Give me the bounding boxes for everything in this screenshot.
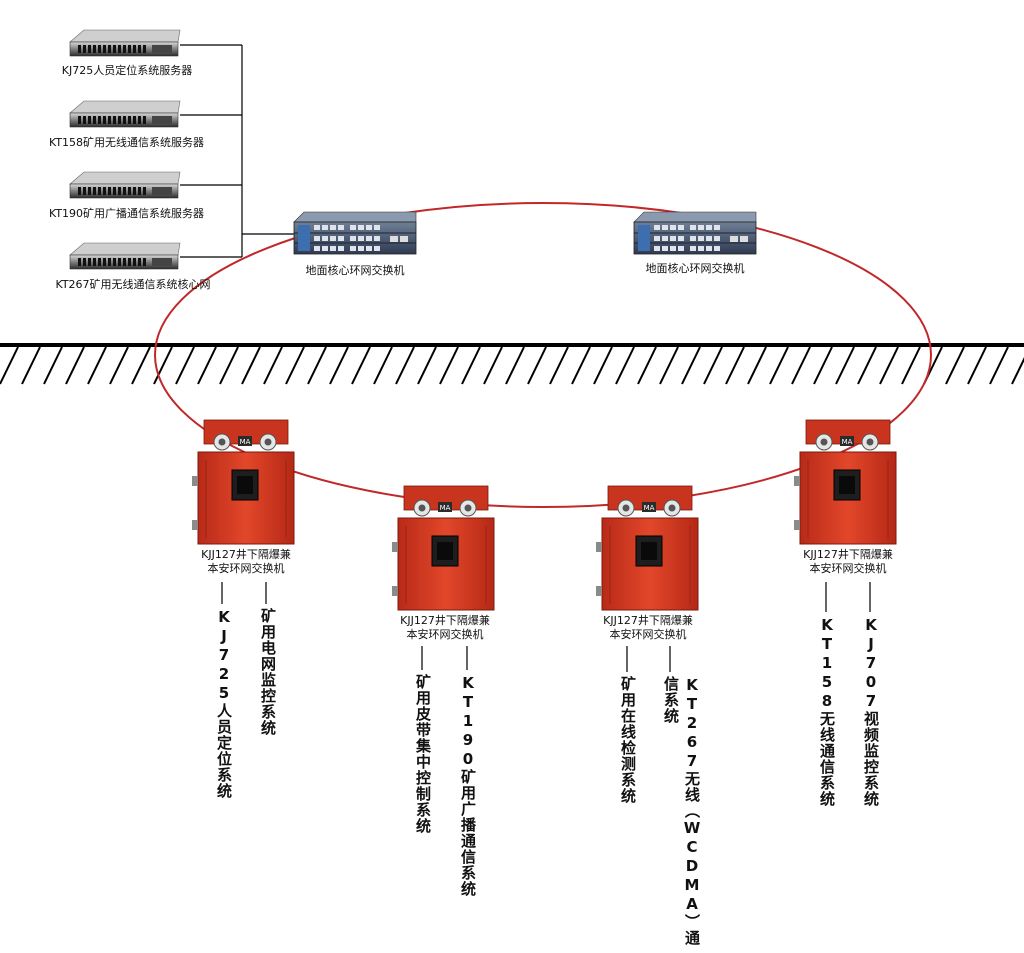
subsystem-online-detect: 矿用在线检测系统	[619, 676, 637, 804]
underground-switch-2	[391, 485, 495, 611]
underground-switch-label-4: KJJ127井下隔爆兼 本安环网交换机	[788, 548, 908, 576]
server-kt267	[69, 242, 181, 270]
underground-switch-label-1-line2: 本安环网交换机	[207, 562, 285, 575]
server-label-kj725: KJ725人员定位系统服务器	[61, 64, 193, 77]
server-kj725	[69, 29, 181, 57]
underground-switch-label-1-line1: KJJ127井下隔爆兼	[201, 548, 291, 561]
underground-switch-label-4-line1: KJJ127井下隔爆兼	[803, 548, 893, 561]
subsystem-kj725: KJ725人员定位系统	[215, 608, 233, 799]
subsystem-kt190: KT190矿用广播通信系统	[459, 674, 477, 897]
underground-switch-4	[793, 419, 897, 545]
underground-switch-label-1: KJJ127井下隔爆兼 本安环网交换机	[186, 548, 306, 576]
surface-switch-right	[633, 211, 757, 255]
surface-switch-left	[293, 211, 417, 255]
underground-switch-label-3-line2: 本安环网交换机	[609, 628, 687, 641]
underground-switch-3	[595, 485, 699, 611]
underground-switch-label-4-line2: 本安环网交换机	[809, 562, 887, 575]
underground-switch-label-3-line1: KJJ127井下隔爆兼	[603, 614, 693, 627]
subsystem-grid-monitor: 矿用电网监控系统	[259, 608, 277, 736]
server-label-kt158: KT158矿用无线通信系统服务器	[48, 136, 205, 149]
underground-switch-label-2-line1: KJJ127井下隔爆兼	[400, 614, 490, 627]
surface-switch-label-left: 地面核心环网交换机	[305, 264, 405, 277]
subsystem-kt158: KT158无线通信系统	[818, 616, 836, 807]
server-label-kt190: KT190矿用广播通信系统服务器	[48, 207, 205, 220]
ground-surface	[0, 343, 1024, 385]
underground-switch-label-2: KJJ127井下隔爆兼 本安环网交换机	[385, 614, 505, 642]
server-kt190	[69, 171, 181, 199]
subsystem-connectors	[221, 582, 871, 672]
underground-switch-label-3: KJJ127井下隔爆兼 本安环网交换机	[588, 614, 708, 642]
underground-switch-1	[191, 419, 295, 545]
server-kt158	[69, 100, 181, 128]
surface-switch-label-right: 地面核心环网交换机	[645, 262, 745, 275]
subsystem-kj707: KJ707视频监控系统	[862, 616, 880, 807]
subsystem-kt267: KT267无线（WCDMA）通信系统	[662, 676, 701, 946]
server-label-kt267: KT267矿用无线通信系统核心网	[55, 278, 211, 291]
underground-switch-label-2-line2: 本安环网交换机	[406, 628, 484, 641]
server-bus	[180, 44, 296, 258]
ring-network	[154, 202, 932, 508]
subsystem-belt-control: 矿用皮带集中控制系统	[414, 674, 432, 834]
